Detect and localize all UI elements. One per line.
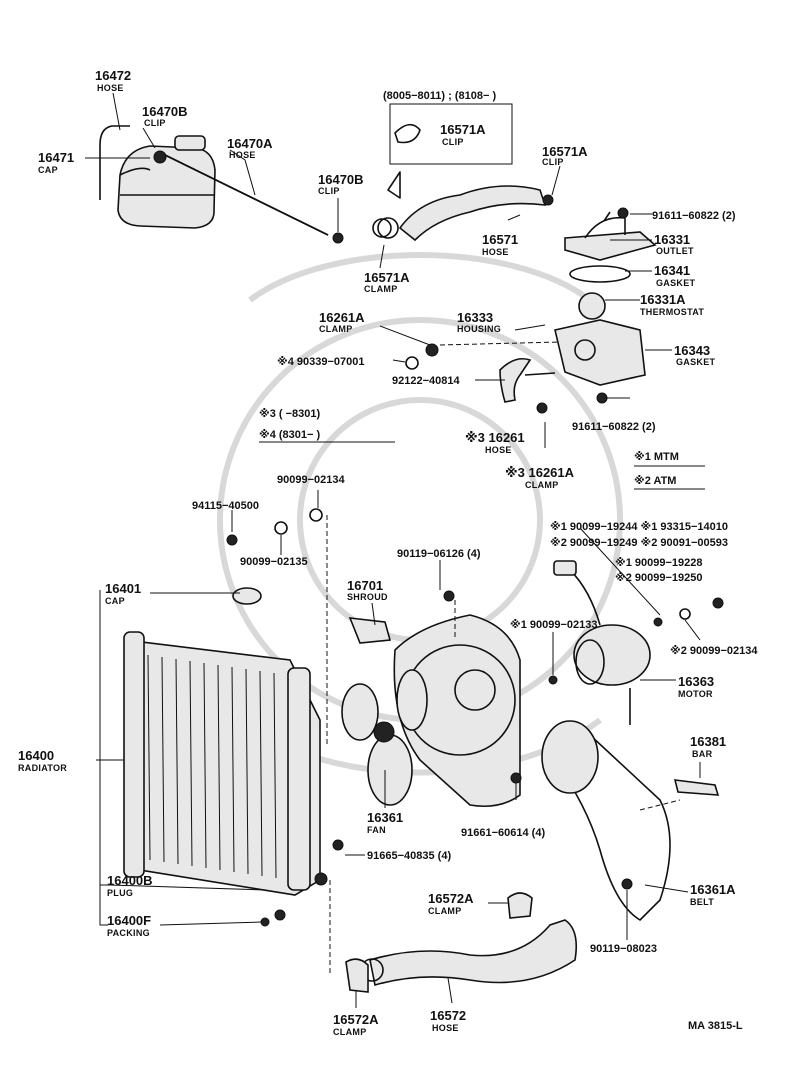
label-16572A-number: 16572A <box>428 891 474 906</box>
label-16341-number: 16341 <box>654 263 690 278</box>
label-90099-02135: 90099−02135 <box>240 556 308 568</box>
label-16470A-name: HOSE <box>229 150 256 160</box>
label-16572A-name: CLAMP <box>428 906 462 916</box>
label-16361-number: 16361 <box>367 810 403 825</box>
label-16471-name: CAP <box>38 165 58 175</box>
label-16261-name: HOSE <box>485 445 512 455</box>
label-16400F-name: PACKING <box>107 928 150 938</box>
label-16571-name: HOSE <box>482 247 509 257</box>
label-90099-02133: ※1 90099−02133 <box>510 619 597 631</box>
label-16343-number: 16343 <box>674 343 710 358</box>
label-16400-number: 16400 <box>18 748 54 763</box>
label-91611-upper: 91611−60822 (2) <box>652 210 736 222</box>
label-16470A-number: 16470A <box>227 136 273 151</box>
label-92122: 92122−40814 <box>392 375 460 387</box>
label-16261A-name: CLAMP <box>319 324 353 334</box>
radiator-16400 <box>123 631 328 896</box>
note-3: ※3 ( −8301) <box>259 408 320 420</box>
label-16571A-clamp-name: CLAMP <box>364 284 398 294</box>
label-94115: 94115−40500 <box>192 500 259 512</box>
thermostat-housing-16333 <box>405 319 646 414</box>
belt-16361A <box>541 720 720 921</box>
label-16470B-number: 16470B <box>142 104 188 119</box>
note-2: ※2 ATM <box>634 475 676 487</box>
label-16381-name: BAR <box>692 749 713 759</box>
label-16343-name: GASKET <box>676 357 716 367</box>
label-16400B-number: 16400B <box>107 873 153 888</box>
label-16470B2-number: 16470B <box>318 172 364 187</box>
label-16470B2-name: CLIP <box>318 186 340 196</box>
label-16381-number: 16381 <box>690 734 726 749</box>
label-16401-number: 16401 <box>105 581 141 596</box>
label-16571-number: 16571 <box>482 232 518 247</box>
variant-header: (8005−8011) ; (8108− ) <box>383 90 496 102</box>
label-16572-number: 16572 <box>430 1008 466 1023</box>
label-16471-number: 16471 <box>38 150 74 165</box>
label-16361A-name: BELT <box>690 897 714 907</box>
label-16361-name: FAN <box>367 825 386 835</box>
label-16472-number: 16472 <box>95 68 131 83</box>
fan-16361 <box>341 669 428 806</box>
label-90119-06126: 90119−06126 (4) <box>397 548 481 560</box>
label-16571A-box-name: CLIP <box>442 137 464 147</box>
label-16401-name: CAP <box>105 596 125 606</box>
note-4: ※4 (8301− ) <box>259 429 320 441</box>
label-16400B-name: PLUG <box>107 888 133 898</box>
motor-option-4: ※2 90099−19250 <box>615 572 702 584</box>
label-16333-number: 16333 <box>457 310 493 325</box>
label-90099-02134-atm: ※2 90099−02134 <box>670 645 758 657</box>
label-91661: 91661−60614 (4) <box>461 827 545 839</box>
label-16261A2-number: ※3 16261A <box>505 465 575 480</box>
label-16331-number: 16331 <box>654 232 690 247</box>
label-16571A-clamp-number: 16571A <box>364 270 410 285</box>
motor-option-1: ※1 90099−19244 ※1 93315−14010 <box>550 521 728 533</box>
label-16571A-top-number: 16571A <box>542 144 588 159</box>
label-16701-number: 16701 <box>347 578 383 593</box>
motor-option-2: ※2 90099−19249 ※2 90091−00593 <box>550 537 728 549</box>
label-16331A-number: 16331A <box>640 292 686 307</box>
upper-hose-16571 <box>377 123 554 242</box>
label-90099-02134: 90099−02134 <box>277 474 345 486</box>
label-16361A-number: 16361A <box>690 882 736 897</box>
label-16261A-number: 16261A <box>319 310 365 325</box>
motor-option-3: ※1 90099−19228 <box>615 557 702 569</box>
motor-16363 <box>548 560 651 725</box>
label-16341-name: GASKET <box>656 278 696 288</box>
diagram-code: MA 3815-L <box>688 1020 743 1032</box>
label-16363-name: MOTOR <box>678 689 713 699</box>
label-16400F-number: 16400F <box>107 913 151 928</box>
label-16400-name: RADIATOR <box>18 763 67 773</box>
shroud-16701 <box>348 614 521 808</box>
label-90119-08023: 90119−08023 <box>590 943 657 955</box>
note-1: ※1 MTM <box>634 451 679 463</box>
leader-lines <box>85 92 701 1008</box>
overflow-hose-16470A <box>164 154 329 236</box>
label-16572A2-name: CLAMP <box>333 1027 367 1037</box>
label-16331A-name: THERMOSTAT <box>640 307 704 317</box>
reservoir-tank <box>99 125 216 229</box>
label-16261A2-name: CLAMP <box>525 480 559 490</box>
label-16571A-box-number: 16571A <box>440 122 486 137</box>
label-16572A2-number: 16572A <box>333 1012 379 1027</box>
label-91665: 91665−40835 (4) <box>367 850 451 862</box>
label-90339: ※4 90339−07001 <box>277 356 364 368</box>
variant-box <box>387 103 513 199</box>
label-16331-name: OUTLET <box>656 246 694 256</box>
lower-hose-16572 <box>345 892 578 993</box>
label-91611-lower: 91611−60822 (2) <box>572 421 656 433</box>
label-16572-name: HOSE <box>432 1023 459 1033</box>
label-16470B-name: CLIP <box>144 118 166 128</box>
label-16261-number: ※3 16261 <box>465 430 525 445</box>
part-labels: 16472 HOSE 16470B CLIP 16471 CAP 16470A … <box>18 68 758 1037</box>
label-16701-name: SHROUD <box>347 592 388 602</box>
label-16571A-top-name: CLIP <box>542 157 564 167</box>
label-16333-name: HOUSING <box>457 324 501 334</box>
label-16472-name: HOSE <box>97 83 124 93</box>
radiator-cap-16401 <box>232 587 262 605</box>
label-16363-number: 16363 <box>678 674 714 689</box>
